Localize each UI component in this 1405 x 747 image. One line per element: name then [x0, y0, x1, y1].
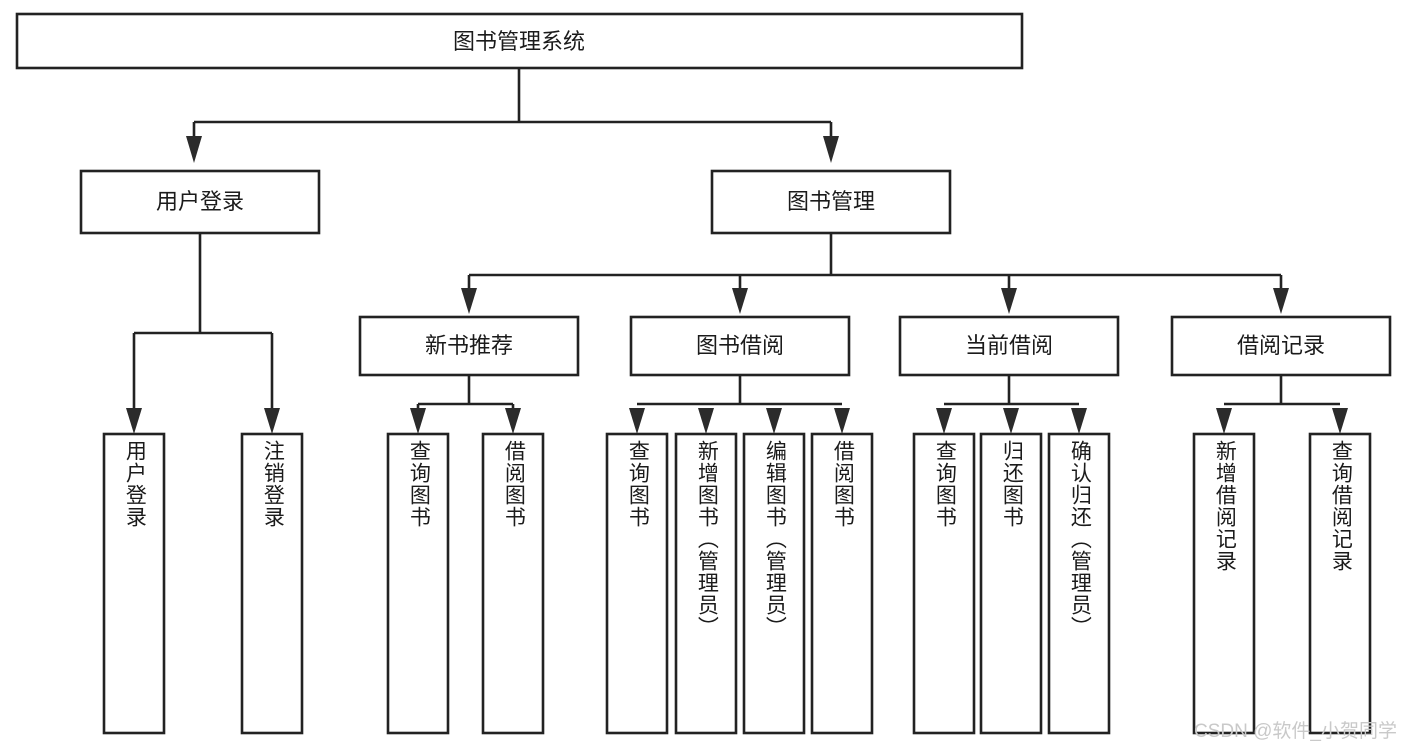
node-book-manage-label: 图书管理 [787, 189, 875, 214]
arrow-icon-bookborrow-1 [698, 408, 714, 434]
arrow-icon-level2-0 [461, 288, 477, 314]
arrow-icon-newbook-0 [410, 408, 426, 434]
arrow-icon-currentborrow-0 [936, 408, 952, 434]
arrow-icon-bookborrow-3 [834, 408, 850, 434]
leaf-book-borrow-0-box[interactable] [605, 432, 669, 735]
arrow-icon-level2-1 [732, 288, 748, 314]
leaf-user-login-1-box[interactable] [240, 432, 304, 735]
leaf-borrow-record-1-box[interactable] [1308, 432, 1372, 735]
node-borrow-record-box[interactable] [1170, 315, 1392, 377]
node-root-label: 图书管理系统 [453, 29, 585, 54]
node-book-borrow-label: 图书借阅 [696, 333, 784, 358]
leaf-new-book-0-box[interactable] [386, 432, 450, 735]
csdn-watermark: CSDN @软件_小贺同学 [1194, 721, 1397, 742]
arrow-icon-userlogin-0 [126, 408, 142, 434]
node-current-borrow-box[interactable] [898, 315, 1120, 377]
arrow-icon-userlogin-1 [264, 408, 280, 434]
arrow-icon-bookborrow-0 [629, 408, 645, 434]
leaf-new-book-1-box[interactable] [481, 432, 545, 735]
arrow-icon-level1-0 [186, 136, 202, 163]
node-borrow-record-label: 借阅记录 [1237, 333, 1325, 358]
leaf-current-borrow-0-box[interactable] [912, 432, 976, 735]
arrow-icon-newbook-1 [505, 408, 521, 434]
leaf-book-borrow-1-box[interactable] [674, 432, 738, 735]
arrow-icon-currentborrow-1 [1003, 408, 1019, 434]
arrow-icon-bookborrow-2 [766, 408, 782, 434]
leaf-current-borrow-2-box[interactable] [1047, 432, 1111, 735]
arrow-icon-level2-2 [1001, 288, 1017, 314]
node-user-login-label: 用户登录 [156, 189, 244, 214]
node-book-borrow-box[interactable] [629, 315, 851, 377]
leaf-borrow-record-0-box[interactable] [1192, 432, 1256, 735]
arrow-icon-level1-1 [823, 136, 839, 163]
node-current-borrow-label: 当前借阅 [965, 333, 1053, 358]
leaf-current-borrow-1-box[interactable] [979, 432, 1043, 735]
leaf-book-borrow-2-box[interactable] [742, 432, 806, 735]
arrow-icon-borrowrecord-1 [1332, 408, 1348, 434]
leaf-book-borrow-3-box[interactable] [810, 432, 874, 735]
node-book-manage-box[interactable] [710, 169, 952, 235]
arrow-icon-level2-3 [1273, 288, 1289, 314]
leaf-user-login-0-box[interactable] [102, 432, 166, 735]
node-root-box[interactable] [15, 12, 1024, 70]
arrow-icon-currentborrow-2 [1071, 408, 1087, 434]
node-new-book-recommend-label: 新书推荐 [425, 333, 513, 358]
node-new-book-recommend-box[interactable] [358, 315, 580, 377]
arrow-icon-borrowrecord-0 [1216, 408, 1232, 434]
